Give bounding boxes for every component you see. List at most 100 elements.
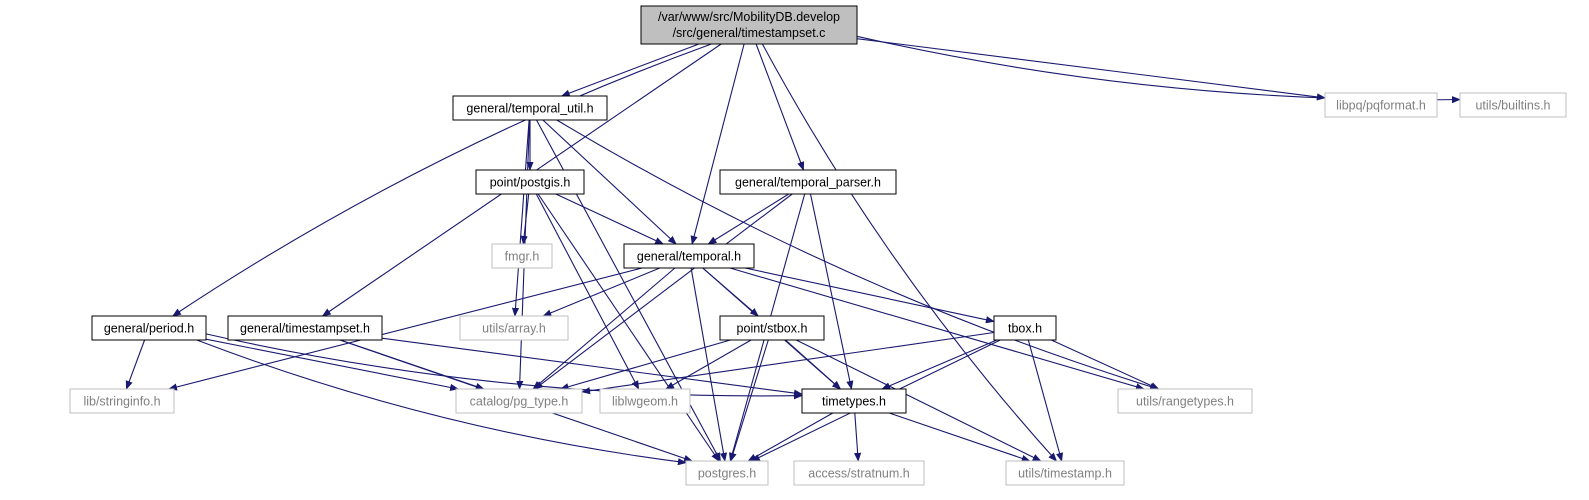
node-box	[459, 315, 569, 341]
node-box	[623, 243, 755, 269]
edge-tbox-to-pg_type	[581, 331, 995, 395]
node-box	[801, 388, 907, 414]
edge-period-to-pg_type	[205, 338, 460, 391]
node-box	[1459, 92, 1567, 118]
node-label: lib/stringinfo.h	[83, 395, 160, 409]
node-utils-array: utils/array.h	[459, 315, 569, 341]
edge-stbox-to-timetypes	[785, 339, 842, 390]
edge-temporal-to-tbox	[744, 267, 995, 324]
node-point-postgis[interactable]: point/postgis.h	[475, 169, 585, 195]
node-label: general/temporal_util.h	[466, 102, 593, 116]
edge-point_postgis-to-fmgr	[520, 193, 530, 245]
node-box	[455, 388, 583, 414]
node-temporal[interactable]: general/temporal.h	[623, 243, 755, 269]
node-box	[227, 315, 383, 341]
node-label: utils/array.h	[482, 322, 546, 336]
edge-root-to-temporal	[690, 43, 745, 245]
node-box	[599, 388, 691, 414]
node-box	[1324, 92, 1438, 118]
edge-root-to-temporal_parser	[755, 43, 805, 171]
node-liblwgeom: liblwgeom.h	[599, 388, 691, 414]
edge-period-to-stringinfo	[125, 339, 146, 390]
node-pg-type: catalog/pg_type.h	[455, 388, 583, 414]
node-root[interactable]: /var/www/src/MobilityDB.develop/src/gene…	[640, 5, 858, 45]
node-label: utils/builtins.h	[1475, 99, 1550, 113]
node-label: /var/www/src/MobilityDB.develop	[658, 10, 840, 24]
node-label: general/temporal_parser.h	[735, 176, 881, 190]
node-libpq-pqformat: libpq/pqformat.h	[1324, 92, 1438, 118]
edge-point_postgis-to-temporal	[555, 193, 665, 245]
node-box	[993, 315, 1057, 341]
edge-period-to-timetypes	[205, 333, 803, 400]
node-label: point/stbox.h	[737, 322, 808, 336]
node-label-line2: /src/general/timestampset.c	[673, 26, 826, 40]
node-label: access/stratnum.h	[808, 467, 909, 481]
node-box	[452, 95, 608, 121]
edge-root-to-period	[172, 43, 712, 317]
node-temporal-parser[interactable]: general/temporal_parser.h	[719, 169, 897, 195]
edge-temporal-to-stringinfo	[168, 267, 643, 391]
node-label: postgres.h	[698, 467, 756, 481]
edge-root-to-temporal_util	[560, 43, 700, 97]
node-period[interactable]: general/period.h	[91, 315, 207, 341]
edge-temporal_util-to-utils_array	[511, 119, 530, 317]
edge-temporal-to-rangetypes	[729, 267, 1145, 391]
edge-layer	[125, 35, 1461, 466]
edge-temporal_parser-to-timetypes	[809, 193, 854, 390]
node-box	[640, 5, 858, 45]
node-label: utils/rangetypes.h	[1136, 395, 1234, 409]
node-box	[491, 243, 553, 269]
edge-temporal_util-to-temporal	[542, 119, 677, 245]
node-label: general/timestampset.h	[240, 322, 370, 336]
node-fmgr: fmgr.h	[491, 243, 553, 269]
node-label: point/postgis.h	[490, 176, 571, 190]
edge-temporal_util-to-postgres	[536, 119, 721, 462]
node-temporal-util[interactable]: general/temporal_util.h	[452, 95, 608, 121]
edge-point_postgis-to-liblwgeom	[535, 193, 640, 390]
node-stringinfo: lib/stringinfo.h	[69, 388, 175, 414]
edge-stbox-to-timestamp	[795, 339, 1042, 462]
node-layer: /var/www/src/MobilityDB.develop/src/gene…	[69, 5, 1567, 486]
node-label: general/temporal.h	[637, 250, 741, 264]
edge-point_postgis-to-postgres	[537, 193, 720, 462]
edge-tbox-to-timestamp	[1027, 339, 1064, 462]
edge-temporal-to-utils_array	[542, 267, 661, 317]
edge-stbox-to-pg_type	[559, 339, 731, 391]
node-box	[475, 169, 585, 195]
node-label: libpq/pqformat.h	[1336, 99, 1426, 113]
node-box	[719, 315, 825, 341]
node-stbox[interactable]: point/stbox.h	[719, 315, 825, 341]
edge-timetypes-to-stratnum	[854, 412, 862, 462]
node-rangetypes: utils/rangetypes.h	[1117, 388, 1253, 414]
node-stratnum: access/stratnum.h	[793, 460, 925, 486]
edge-stbox-to-postgres	[729, 339, 769, 462]
node-label: utils/timestamp.h	[1018, 467, 1112, 481]
edge-temporal_parser-to-pg_type	[534, 193, 793, 390]
node-box	[69, 388, 175, 414]
edge-temporal_util-to-rangetypes	[556, 119, 1160, 391]
node-box	[1117, 388, 1253, 414]
node-utils-builtins: utils/builtins.h	[1459, 92, 1567, 118]
node-box	[1005, 460, 1125, 486]
edge-period-to-postgres	[196, 339, 687, 466]
node-label: general/period.h	[104, 322, 194, 336]
edge-root-to-utils_builtins	[856, 35, 1461, 104]
node-box	[719, 169, 897, 195]
node-label: timetypes.h	[822, 395, 886, 409]
edge-temporal_parser-to-temporal	[707, 193, 789, 245]
edge-timestampset-to-timetypes	[381, 337, 803, 397]
node-label: liblwgeom.h	[612, 395, 678, 409]
node-box	[91, 315, 207, 341]
edge-stbox-to-liblwgeom	[665, 339, 752, 390]
node-timetypes[interactable]: timetypes.h	[801, 388, 907, 414]
edge-timetypes-to-timestamp	[889, 412, 1031, 462]
edge-tbox-to-rangetypes	[1051, 339, 1160, 390]
node-label: catalog/pg_type.h	[470, 395, 569, 409]
node-box	[685, 460, 769, 486]
edge-root-to-libpq_pqformat	[856, 38, 1326, 101]
node-timestampset[interactable]: general/timestampset.h	[227, 315, 383, 341]
node-label: tbox.h	[1008, 322, 1042, 336]
node-tbox[interactable]: tbox.h	[993, 315, 1057, 341]
edge-timetypes-to-postgres	[747, 412, 834, 462]
